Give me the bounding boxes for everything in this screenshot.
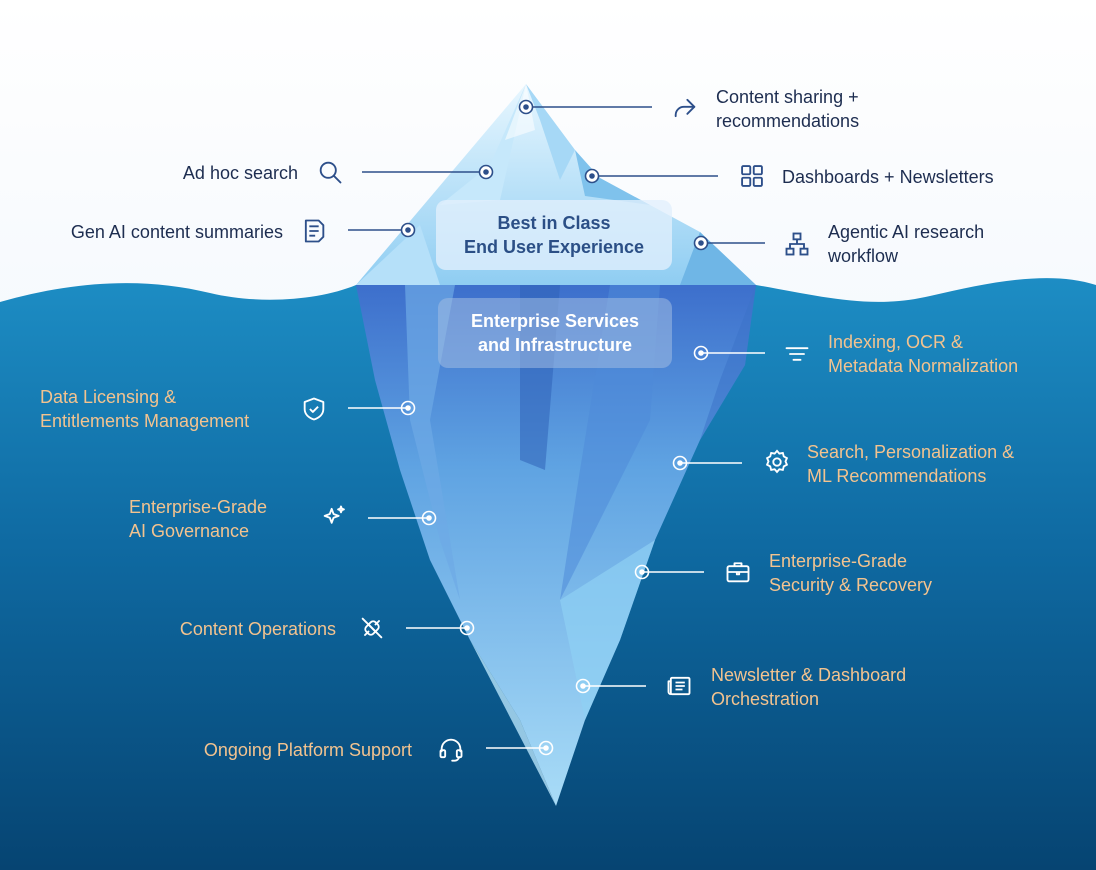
node-ad-hoc-search xyxy=(478,164,494,180)
node-licensing xyxy=(400,400,416,416)
filter-lines-icon xyxy=(783,340,811,368)
label-agentic: Agentic AI research workflow xyxy=(828,222,985,266)
label-search-ml: Search, Personalization & ML Recommendat… xyxy=(807,442,1015,486)
node-security xyxy=(634,564,650,580)
shield-check-icon xyxy=(300,395,328,423)
gear-icon xyxy=(763,448,791,476)
node-gen-ai xyxy=(400,222,416,238)
label-indexing: Indexing, OCR & Metadata Normalization xyxy=(828,332,1019,376)
above-line-1: Best in Class xyxy=(497,213,611,233)
label-governance: Enterprise-Grade AI Governance xyxy=(129,497,268,541)
grid-icon xyxy=(738,162,766,190)
below-water-center-label: Enterprise Services and Infrastructure xyxy=(438,298,672,368)
newspaper-icon xyxy=(665,672,693,700)
connector-nodes xyxy=(400,99,709,756)
above-line-2: End User Experience xyxy=(463,237,645,257)
briefcase-icon xyxy=(724,558,752,586)
label-security: Enterprise-Grade Security & Recovery xyxy=(769,551,933,595)
above-water-center-label: Best in Class End User Experience xyxy=(436,200,672,270)
label-gen-ai: Gen AI content summaries xyxy=(70,222,283,242)
hierarchy-icon xyxy=(783,230,811,258)
sparkles-icon xyxy=(320,503,348,531)
connector-lines xyxy=(348,106,765,749)
share-arrow-icon xyxy=(671,94,699,122)
label-content-sharing: Content sharing + recommendations xyxy=(716,87,860,131)
node-dashboards xyxy=(584,168,600,184)
document-icon xyxy=(300,217,328,245)
plug-icon xyxy=(358,614,386,642)
label-content-ops: Content Operations xyxy=(179,619,336,639)
node-agentic xyxy=(693,235,709,251)
node-governance xyxy=(421,510,437,526)
below-line-2: and Infrastructure xyxy=(477,335,633,355)
label-licensing: Data Licensing & Entitlements Management xyxy=(40,387,250,431)
node-content-ops xyxy=(459,620,475,636)
label-support: Ongoing Platform Support xyxy=(203,740,412,760)
headset-icon xyxy=(437,735,465,763)
label-ad-hoc-search: Ad hoc search xyxy=(182,163,298,183)
node-indexing xyxy=(693,345,709,361)
node-newsletter xyxy=(575,678,591,694)
node-content-sharing xyxy=(518,99,534,115)
label-newsletter: Newsletter & Dashboard Orchestration xyxy=(711,665,907,709)
label-dashboards: Dashboards + Newsletters xyxy=(782,167,994,187)
below-line-1: Enterprise Services xyxy=(470,311,640,331)
node-search-ml xyxy=(672,455,688,471)
search-icon xyxy=(316,158,344,186)
node-support xyxy=(538,740,554,756)
